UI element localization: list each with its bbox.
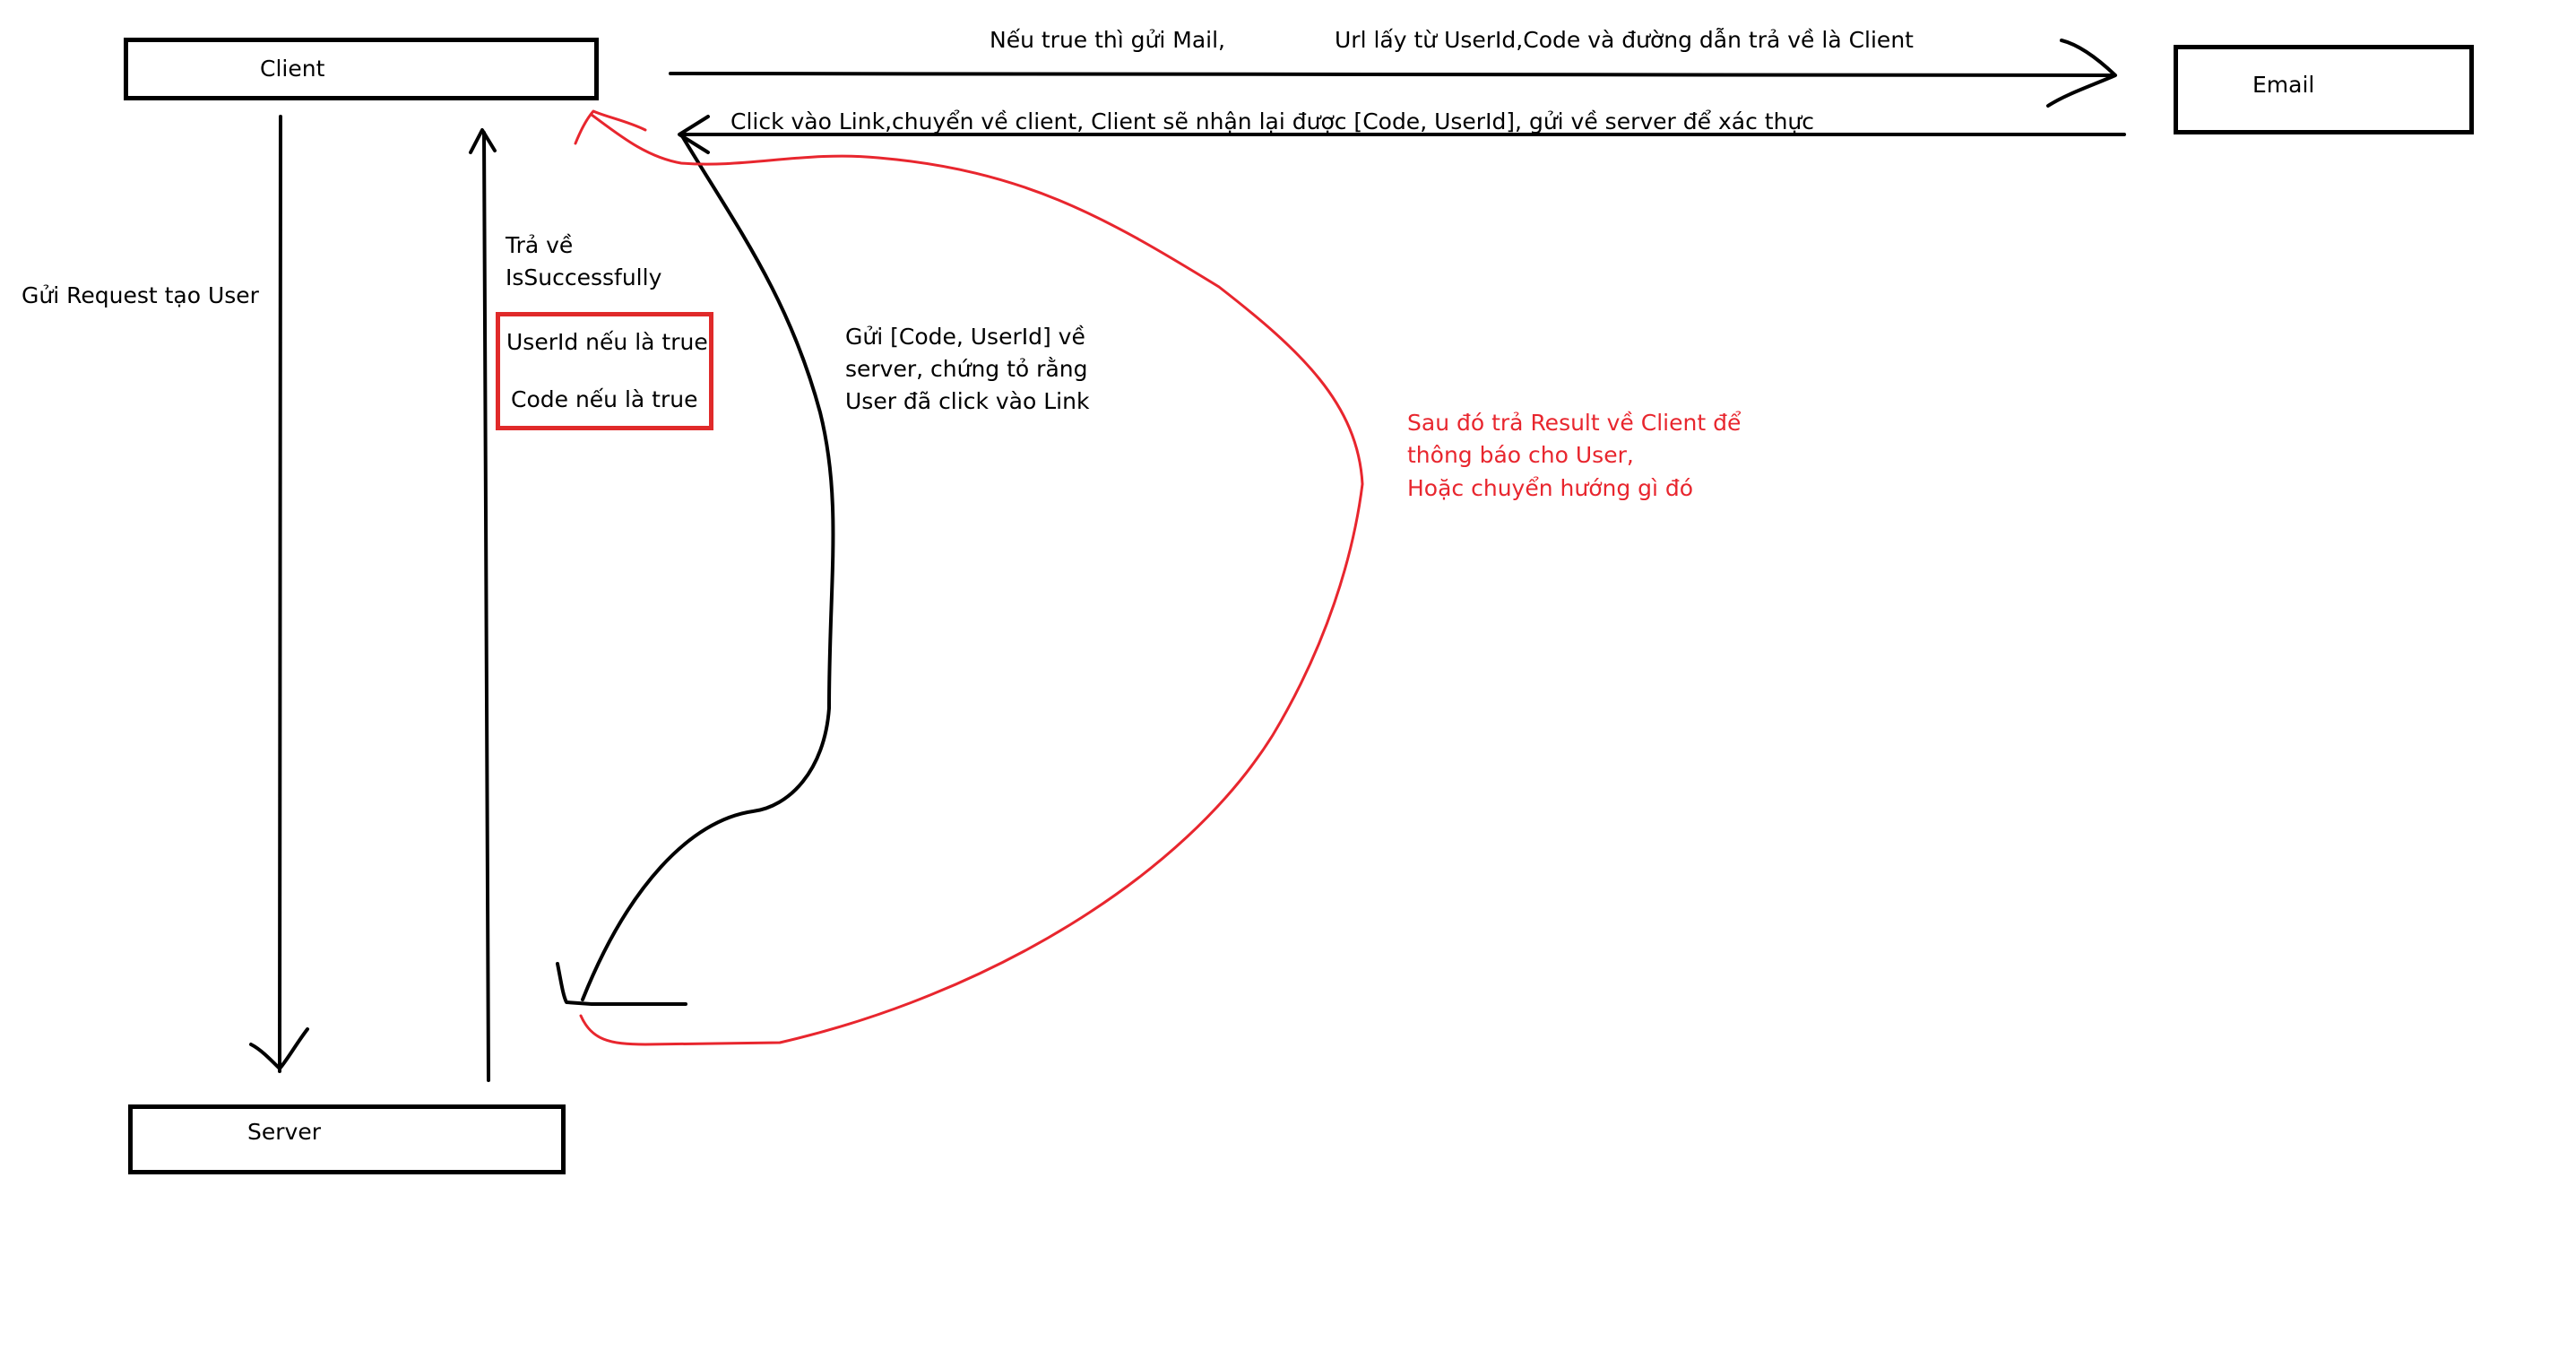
verify-label-line1: Gửi [Code, UserId] về [845,324,1085,350]
request-arrow [278,115,282,1073]
result-label-line3: Hoặc chuyển hướng gì đó [1407,475,1694,501]
response-arrow [482,131,490,1082]
result-curve [579,113,1364,1046]
return-label-line1: Trả về [506,232,574,258]
click-link-label: Click vào Link,chuyển về client, Client … [730,108,1815,134]
verify-label-line2: server, chứng tỏ rằng [845,356,1088,382]
return-label-line2: IsSuccessfully [506,264,662,290]
verify-label-line3: User đã click vào Link [845,388,1090,414]
email-label: Email [2252,72,2315,98]
email-node [2174,45,2474,134]
client-node [124,38,599,100]
verify-curve-head [556,962,687,1006]
server-label: Server [247,1119,321,1145]
send-request-label: Gửi Request tạo User [22,282,259,308]
mail-arrow-head [2046,39,2117,108]
result-label-line1: Sau đó trả Result về Client để [1407,410,1742,436]
send-mail-label-part2: Url lấy từ UserId,Code và đường dẫn trả … [1335,27,1914,53]
send-mail-label-part1: Nếu true thì gửi Mail, [990,27,1226,53]
verify-curve [581,133,835,1001]
mail-arrow [669,72,2113,77]
return-values-box [496,312,713,430]
client-label: Client [260,56,325,82]
userid-if-true-label: UserId nếu là true [506,329,708,355]
response-arrow-head [469,128,497,154]
result-label-line2: thông báo cho User, [1407,442,1634,468]
request-arrow-head [249,1027,309,1070]
server-node [128,1104,566,1174]
result-curve-head [574,109,647,145]
code-if-true-label: Code nếu là true [511,386,698,412]
